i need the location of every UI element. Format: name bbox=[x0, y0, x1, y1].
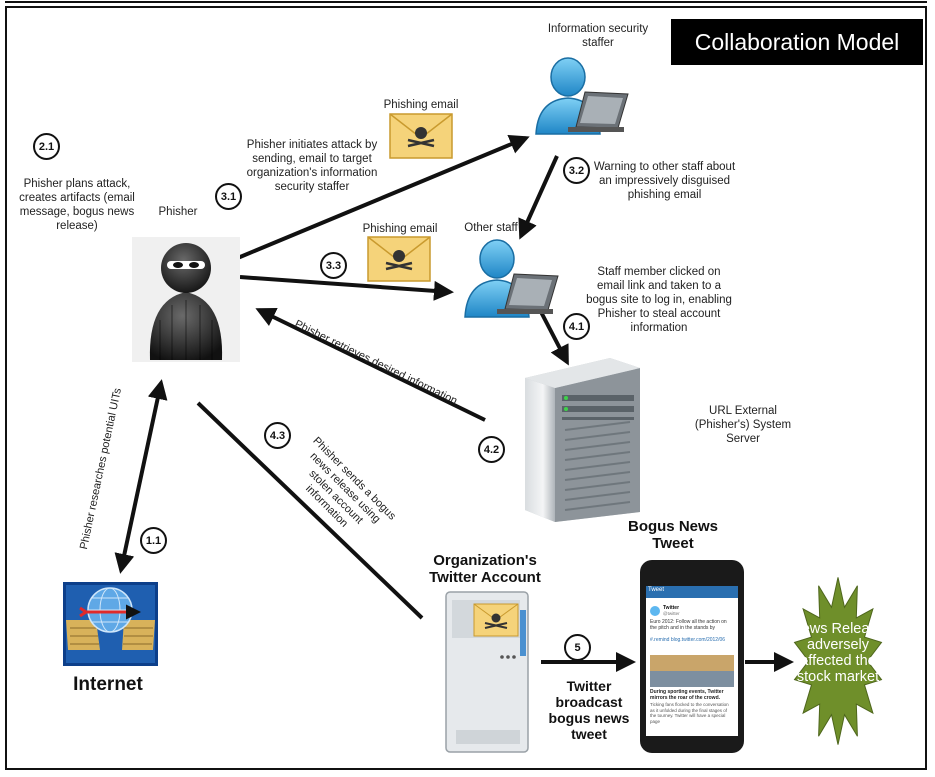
twitter-broadcast-label: Twitter broadcast bogus news tweet bbox=[548, 678, 630, 742]
step-3-1: 3.1 bbox=[215, 183, 242, 210]
staff-clicked-label: Staff member clicked on email link and t… bbox=[586, 266, 732, 334]
phone-tweet-footer: Ticking fans flocked to the conversation… bbox=[650, 702, 729, 724]
step-4-3: 4.3 bbox=[264, 422, 291, 449]
phone-tweet-link: #.remind blog.twitter.com/2012/06 bbox=[650, 637, 726, 643]
arrow-phisher-to-other-staff bbox=[239, 275, 454, 301]
step-2-1: 2.1 bbox=[33, 133, 60, 160]
phishing-email-envelope-icon-mid bbox=[367, 236, 431, 282]
internet-label: Internet bbox=[73, 674, 143, 695]
phisher-plans-label: Phisher plans attack, creates artifacts … bbox=[19, 178, 135, 232]
phishing-email-label-top: Phishing email bbox=[383, 99, 459, 111]
phishing-email-label-mid: Phishing email bbox=[362, 223, 438, 235]
diagram-title: Collaboration Model bbox=[671, 19, 923, 65]
arrow-phisher-internet bbox=[114, 379, 168, 574]
arrow-other-staff-to-server bbox=[538, 309, 569, 366]
phishing-email-envelope-icon-top bbox=[389, 113, 453, 159]
step-4-2: 4.2 bbox=[478, 436, 505, 463]
phone-account-handle: @twitter bbox=[663, 611, 680, 616]
news-release-label: News Release adversely affected the stoc… bbox=[791, 621, 885, 685]
phone-tweet-caption: During sporting events, Twitter mirrors … bbox=[650, 689, 724, 701]
top-rule bbox=[5, 1, 927, 3]
org-twitter-label: Organization's Twitter Account bbox=[429, 552, 541, 586]
arrow-phisher-to-security-staffer bbox=[227, 134, 530, 264]
line-phisher-to-twitter-account bbox=[196, 401, 424, 620]
other-staff-label: Other staff bbox=[464, 222, 518, 234]
arrow-security-staffer-to-other-staff bbox=[518, 155, 559, 240]
phisher-label: Phisher bbox=[158, 206, 198, 218]
bogus-news-tweet-label: Bogus News Tweet bbox=[627, 518, 718, 552]
phone-app-title: Tweet bbox=[648, 587, 665, 593]
warning-label: Warning to other staff about an impressi… bbox=[593, 161, 736, 201]
security-staffer-label: Information security staffer bbox=[547, 23, 649, 49]
step-3-2: 3.2 bbox=[563, 157, 590, 184]
url-external-label: URL External (Phisher's) System Server bbox=[694, 405, 792, 445]
other-staff-user-icon bbox=[464, 239, 559, 318]
globe-network-icon bbox=[63, 582, 158, 666]
burst-star-icon bbox=[793, 577, 883, 745]
diagram-frame bbox=[5, 6, 927, 770]
server-icon bbox=[525, 358, 640, 522]
phisher-initiates-label: Phisher initiates attack by sending, ema… bbox=[246, 139, 378, 193]
arrow-server-to-phisher bbox=[255, 308, 486, 422]
step-1-1: 1.1 bbox=[140, 527, 167, 554]
phone-tweet-text: Euro 2012: Follow all the action on the … bbox=[650, 619, 727, 631]
step-5: 5 bbox=[564, 634, 591, 661]
phone-icon bbox=[640, 560, 744, 753]
twitter-account-server-icon bbox=[445, 591, 529, 753]
security-staffer-user-icon bbox=[535, 57, 629, 135]
step-3-3: 3.3 bbox=[320, 252, 347, 279]
phone-account-name: Twitter bbox=[663, 605, 680, 611]
phisher-icon bbox=[132, 237, 240, 362]
arrows bbox=[114, 134, 794, 672]
step-4-1: 4.1 bbox=[563, 313, 590, 340]
